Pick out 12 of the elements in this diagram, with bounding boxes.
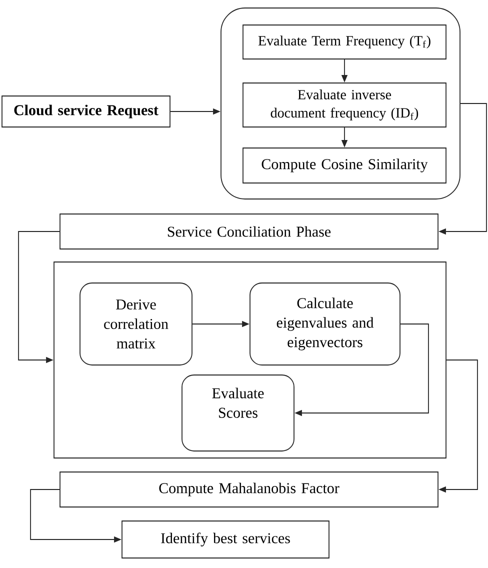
process-box: Service Conciliation Phase bbox=[60, 214, 438, 250]
rounded-container bbox=[220, 8, 460, 200]
process-box: Identify best services bbox=[122, 520, 330, 558]
rounded-process-box: Derive correlation matrix bbox=[80, 282, 192, 366]
rounded-process-box: Evaluate Scores bbox=[182, 374, 294, 452]
rounded-process-box: Calculate eigenvalues and eigenvectors bbox=[250, 282, 400, 366]
process-box: Compute Mahalanobis Factor bbox=[60, 472, 438, 508]
process-box: Evaluate Term Frequency (T$_{f}$) bbox=[242, 24, 446, 60]
process-box: Evaluate inverse document frequency (ID$_{f}$) bbox=[242, 82, 446, 128]
process-box: Compute Cosine Similarity bbox=[242, 148, 446, 184]
group-box bbox=[54, 262, 446, 458]
process-box: Cloud service Request bbox=[2, 96, 170, 128]
